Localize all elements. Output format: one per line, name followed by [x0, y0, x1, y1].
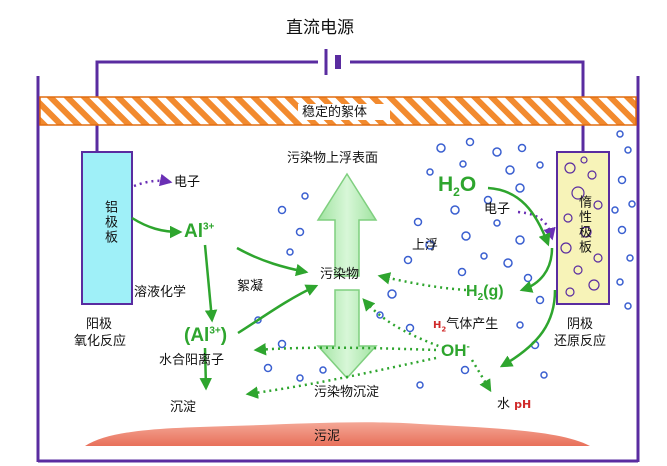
cathode-label: 阴极: [567, 317, 594, 332]
reaction-arrows: [131, 186, 557, 391]
water-molecule: H2O: [438, 173, 477, 200]
anode-label: 阳极: [86, 317, 113, 332]
precipitate-label: 沉淀: [170, 400, 197, 415]
reduction-label: 还原反应: [554, 334, 607, 349]
pollutant-float-label: 污染物上浮表面: [287, 151, 379, 166]
inert-electrode-pores: [560, 156, 603, 297]
hydrated-ion-label: 水合阳离子: [159, 353, 225, 368]
aluminum-electrode: [81, 151, 133, 305]
water-ph-label: 水 pH: [497, 397, 532, 412]
aluminum-electrode-label: 铝极板: [102, 200, 117, 245]
coagulation-label: 絮凝: [237, 279, 264, 294]
float-up-arrow: [316, 172, 378, 277]
electron-right-label: 电子: [484, 202, 511, 217]
electron-in-arrow: [517, 210, 556, 241]
hydroxide-ion: OH-: [441, 341, 470, 360]
dotted-arrows: [245, 272, 492, 399]
hydrogen-gas: H2(g): [466, 283, 504, 304]
gas-produced-label: H2气体产生: [433, 317, 499, 334]
electron-left-label: 电子: [174, 175, 201, 190]
al3-ion: Al3+: [184, 221, 215, 242]
float-up-label: 上浮: [412, 238, 439, 253]
pollutant-settle-label: 污染物沉淀: [314, 385, 380, 400]
electron-out-arrow: [133, 173, 173, 188]
dissolution-label: 溶液化学: [134, 285, 187, 300]
hydrated-al3-ion: (Al3+): [184, 325, 228, 346]
support-label: 稳定的絮体: [302, 105, 368, 120]
pollutant-label: 污染物: [320, 267, 360, 282]
inert-electrode-label: 惰性极板: [576, 195, 591, 255]
settle-down-arrow: [316, 289, 378, 380]
sludge-label: 污泥: [314, 429, 341, 444]
sludge: [85, 422, 590, 446]
oxidation-label: 氧化反应: [74, 334, 127, 349]
support-label-bg: [298, 104, 390, 120]
power-supply-label: 直流电源: [286, 18, 354, 38]
